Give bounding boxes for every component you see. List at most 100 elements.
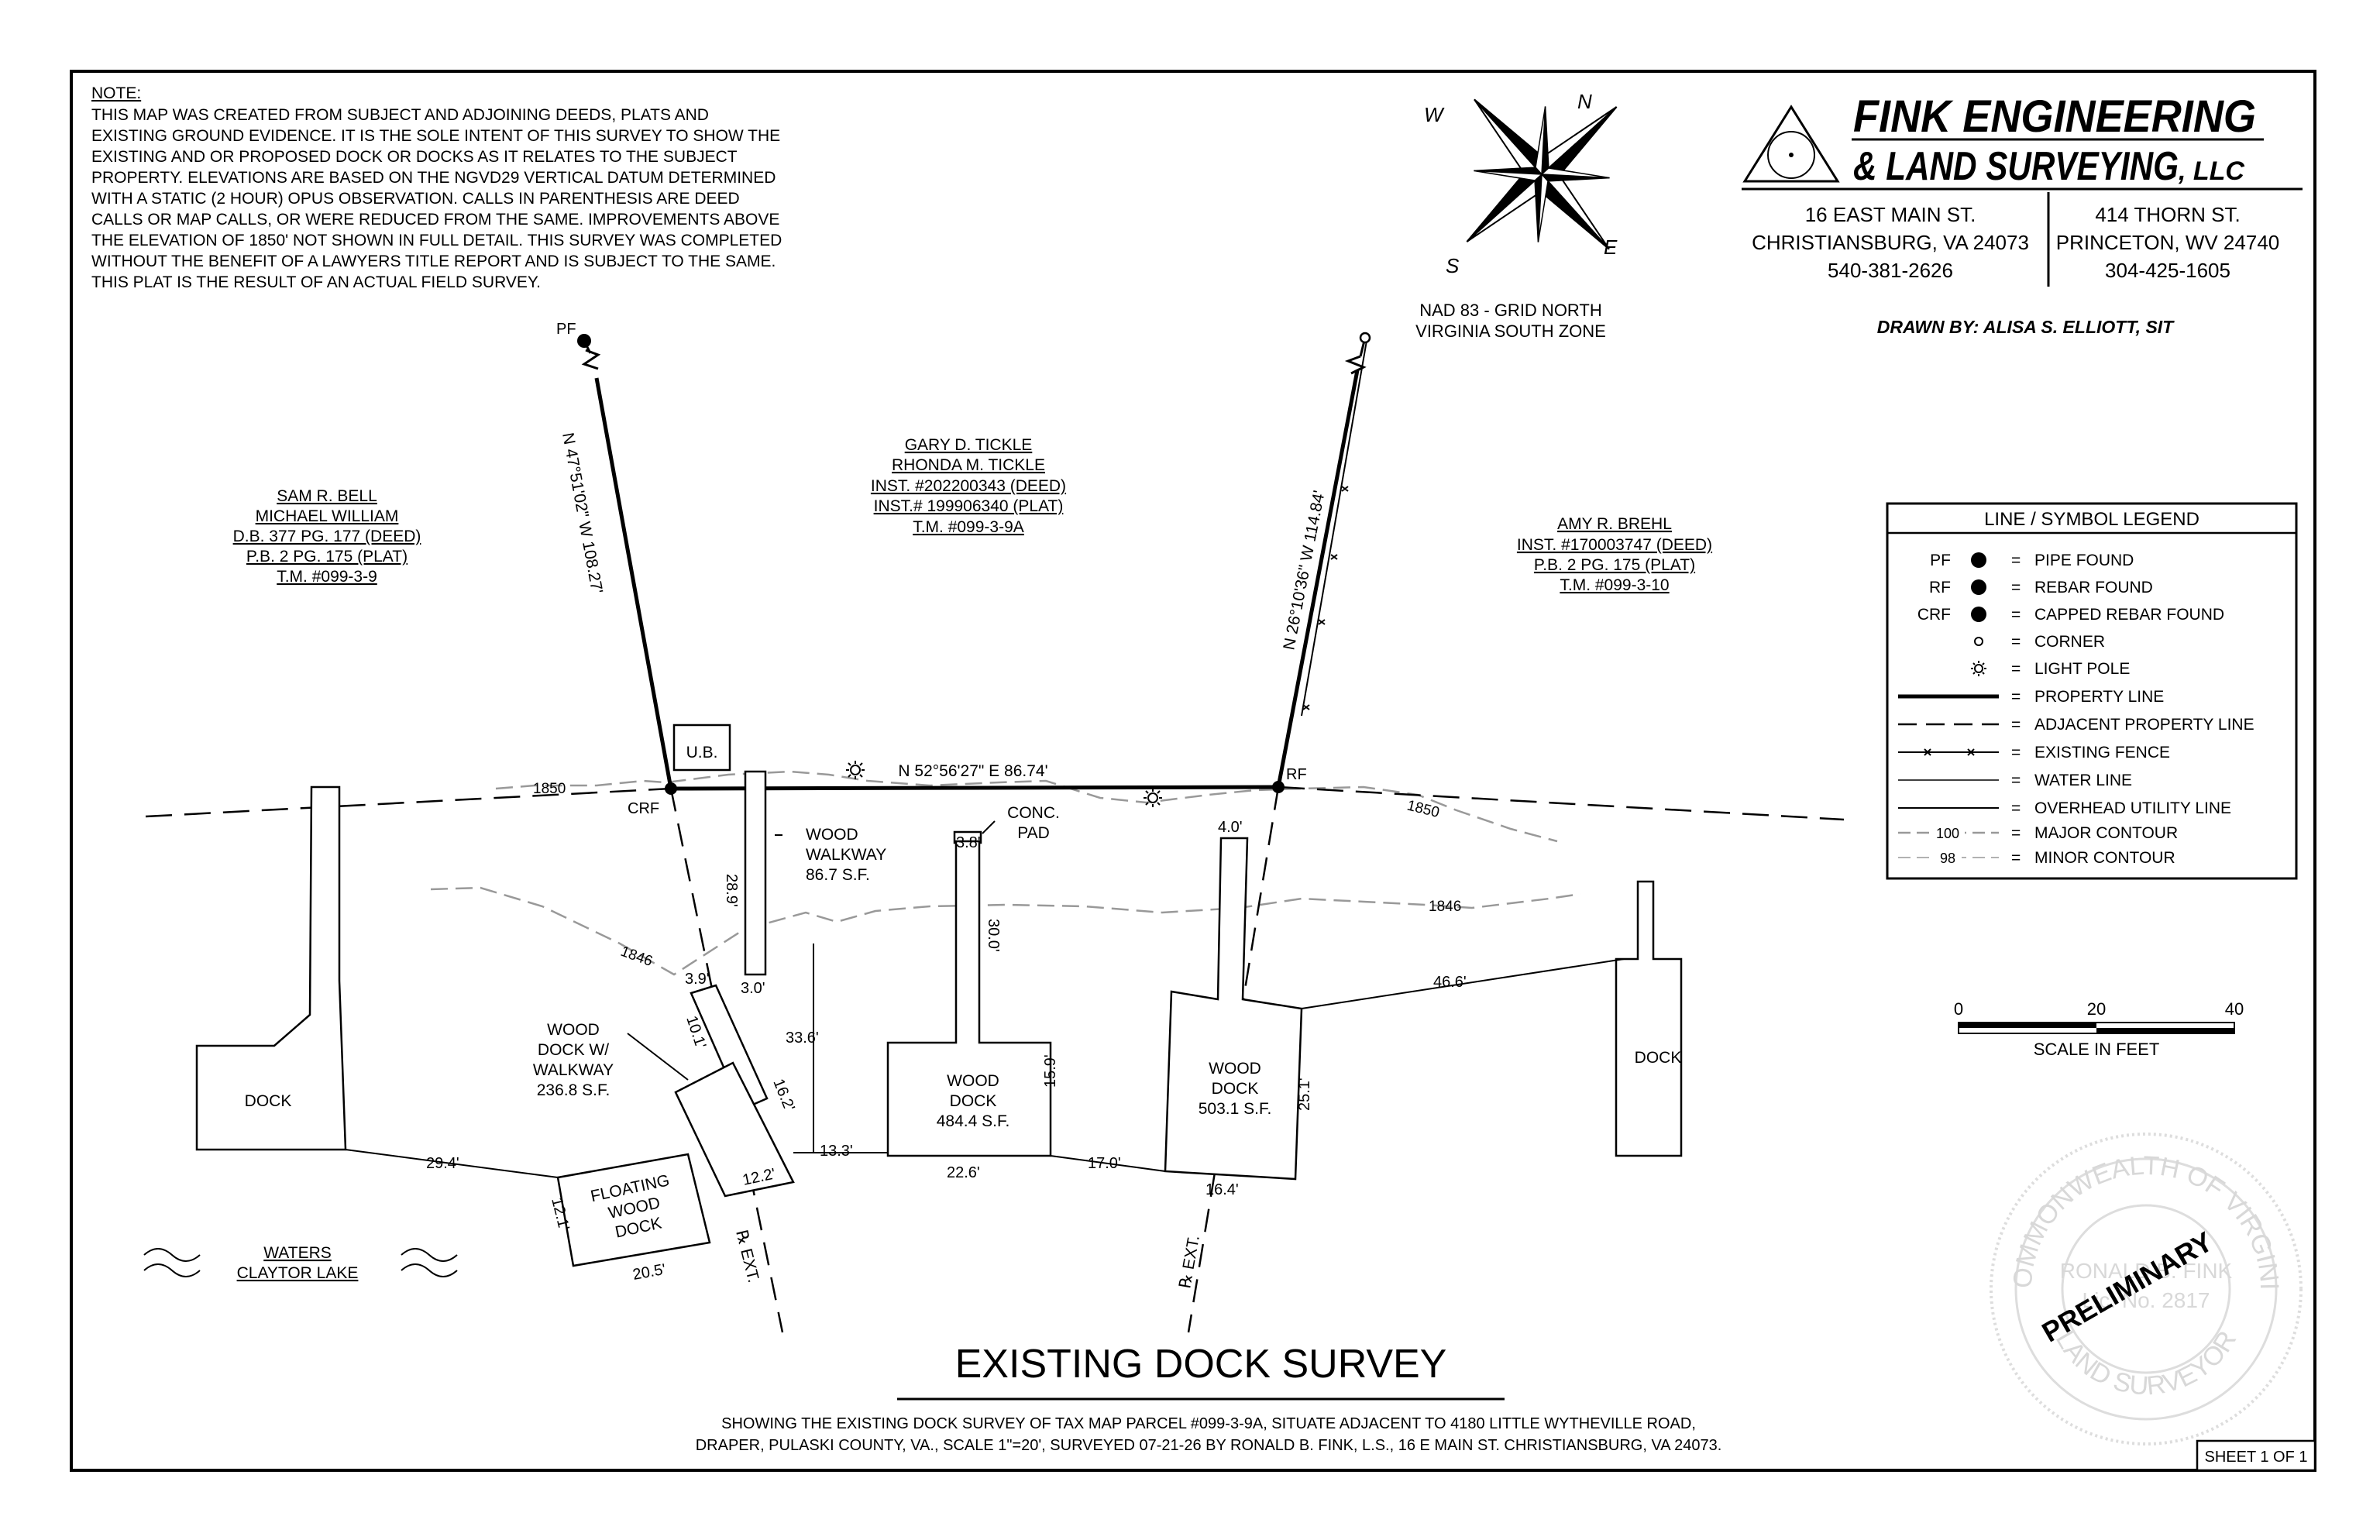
firm-name: FINK ENGINEERING <box>1853 91 2256 142</box>
owner-brehl-line: T.M. #099-3-10 <box>1560 576 1669 594</box>
dock-503-label: DOCK <box>1212 1080 1259 1098</box>
legend-eq: = <box>2011 849 2021 867</box>
seal-ring-bottom: LAND SURVEYOR <box>2050 1326 2242 1401</box>
property-line-west <box>594 377 673 789</box>
legend-text: MINOR CONTOUR <box>2034 849 2175 867</box>
scale-label: SCALE IN FEET <box>2034 1040 2160 1059</box>
owner-tickle: GARY D. TICKLE RHONDA M. TICKLE INST. #2… <box>871 436 1066 536</box>
corner-icon <box>1359 332 1371 344</box>
scale-tick-label: 0 <box>1954 999 1963 1019</box>
owner-tickle-line: INST.# 199906340 (PLAT) <box>874 497 1064 515</box>
pf-label: PF <box>556 321 576 338</box>
dimension-lines <box>345 820 1625 1178</box>
note-block: NOTE: THIS MAP WAS CREATED FROM SUBJECT … <box>91 84 782 291</box>
legend-abbr: CRF <box>1917 606 1951 624</box>
break-symbol <box>1344 355 1367 375</box>
utility-box <box>672 724 731 772</box>
dim-label: 46.6' <box>1433 974 1467 991</box>
legend-major-num: 100 <box>1936 826 1959 841</box>
dim-label: 28.9' <box>723 874 740 907</box>
compass-n: N <box>1577 90 1592 113</box>
compass-e: E <box>1604 235 1618 259</box>
wood-dock-walkway-body <box>674 1061 795 1198</box>
dock-walkway-label: WALKWAY <box>533 1061 614 1079</box>
neighbor-dock-west <box>195 785 347 1151</box>
dock-503-label: 503.1 S.F. <box>1199 1100 1272 1118</box>
note-line: CALLS OR MAP CALLS, OR WERE REDUCED FROM… <box>91 211 779 229</box>
dim-label: 15.9' <box>1042 1054 1059 1088</box>
legend-abbr: PF <box>1930 552 1951 569</box>
ext-label-east: ℞ EXT. <box>1176 1234 1203 1290</box>
legend-text: CAPPED REBAR FOUND <box>2034 606 2224 624</box>
legend-text: ADJACENT PROPERTY LINE <box>2034 716 2254 734</box>
dim-label: 33.6' <box>786 1030 819 1047</box>
owner-bell-line: MICHAEL WILLIAM <box>256 507 399 525</box>
legend-light-pole-icon <box>1971 661 1986 676</box>
dock-484-label: 484.4 S.F. <box>937 1112 1010 1130</box>
compass-caption: VIRGINIA SOUTH ZONE <box>1415 321 1606 341</box>
dim-label: 29.4' <box>426 1155 459 1172</box>
legend-text: CORNER <box>2034 633 2105 651</box>
seal-name: RONALD B. FINK <box>2060 1259 2233 1283</box>
preliminary-stamp: PRELIMINARY <box>2037 1225 2218 1349</box>
owner-brehl: AMY R. BREHL INST. #170003747 (DEED) P.B… <box>1517 515 1712 594</box>
legend-mask <box>1931 824 1965 841</box>
legend-abbr: RF <box>1929 579 1951 596</box>
dock-walkway-label: 236.8 S.F. <box>537 1081 610 1099</box>
walkway-label: 86.7 S.F. <box>806 866 870 884</box>
owner-tickle-line: INST. #202200343 (DEED) <box>871 477 1066 495</box>
scale-bar-fill <box>1959 1023 2096 1028</box>
dim-label: 13.3' <box>820 1143 853 1160</box>
dock-503-label: WOOD <box>1209 1060 1261 1078</box>
note-line: WITHOUT THE BENEFIT OF A LAWYERS TITLE R… <box>91 253 776 270</box>
dock-walkway-label: DOCK W/ <box>538 1041 609 1059</box>
water-symbol-icon <box>143 1248 458 1277</box>
sheet-box <box>2196 1439 2316 1472</box>
seal-license: Lic. No. 2817 <box>2082 1288 2210 1312</box>
compass-rose-icon <box>1466 98 1618 250</box>
dim-label: 4.0' <box>1218 819 1243 836</box>
waters-label: CLAYTOR LAKE <box>237 1264 359 1282</box>
walkway-label: WOOD <box>806 826 858 844</box>
sheet-border <box>70 70 2316 1472</box>
rf-label: RF <box>1286 766 1307 783</box>
contour-1850 <box>495 770 1558 843</box>
note-line: EXISTING AND OR PROPOSED DOCK OR DOCKS A… <box>91 148 738 166</box>
conc-pad-label: PAD <box>1017 824 1050 842</box>
ub-label: U.B. <box>686 744 718 761</box>
break-symbol <box>581 349 601 370</box>
legend-rebar-icon <box>1971 579 1986 595</box>
legend-eq: = <box>2011 579 2021 596</box>
scale-tick-label: 40 <box>2225 999 2244 1019</box>
dim-label: 30.0' <box>985 919 1002 952</box>
extension-lines <box>669 786 1280 1333</box>
owner-bell-line: T.M. #099-3-9 <box>277 568 377 586</box>
legend-mask <box>1934 849 1962 866</box>
legend: LINE / SYMBOL LEGEND PF RF CRF = = = = =… <box>1886 502 2298 880</box>
legend-text: LIGHT POLE <box>2034 660 2130 678</box>
legend-text: PIPE FOUND <box>2034 552 2134 569</box>
dock-walkway-label: WOOD <box>547 1021 600 1039</box>
dim-label: 22.6' <box>947 1164 980 1181</box>
owner-brehl-line: P.B. 2 PG. 175 (PLAT) <box>1534 556 1695 574</box>
office2-line: 304-425-1605 <box>2105 259 2230 282</box>
legend-text: REBAR FOUND <box>2034 579 2153 596</box>
owner-tickle-line: GARY D. TICKLE <box>905 436 1033 454</box>
scale-bar-fill <box>2096 1028 2234 1033</box>
legend-eq: = <box>2011 606 2021 624</box>
legend-eq: = <box>2011 552 2021 569</box>
dock-484-label: WOOD <box>947 1072 999 1090</box>
legend-eq: = <box>2011 799 2021 817</box>
legend-minor-num: 98 <box>1940 851 1955 866</box>
crf-label: CRF <box>628 800 659 817</box>
subtitle-line: DRAPER, PULASKI COUNTY, VA., SCALE 1"=20… <box>696 1437 1722 1454</box>
note-line: THIS MAP WAS CREATED FROM SUBJECT AND AD… <box>91 106 709 124</box>
legend-pipe-icon <box>1971 552 1986 568</box>
owner-tickle-line: T.M. #099-3-9A <box>913 518 1024 536</box>
legend-text: OVERHEAD UTILITY LINE <box>2034 799 2231 817</box>
neighbor-dock-label: DOCK <box>1635 1049 1682 1067</box>
legend-corner-icon <box>1974 637 1983 646</box>
contour-1846 <box>430 886 1581 976</box>
neighbor-dock-label: DOCK <box>245 1092 292 1110</box>
